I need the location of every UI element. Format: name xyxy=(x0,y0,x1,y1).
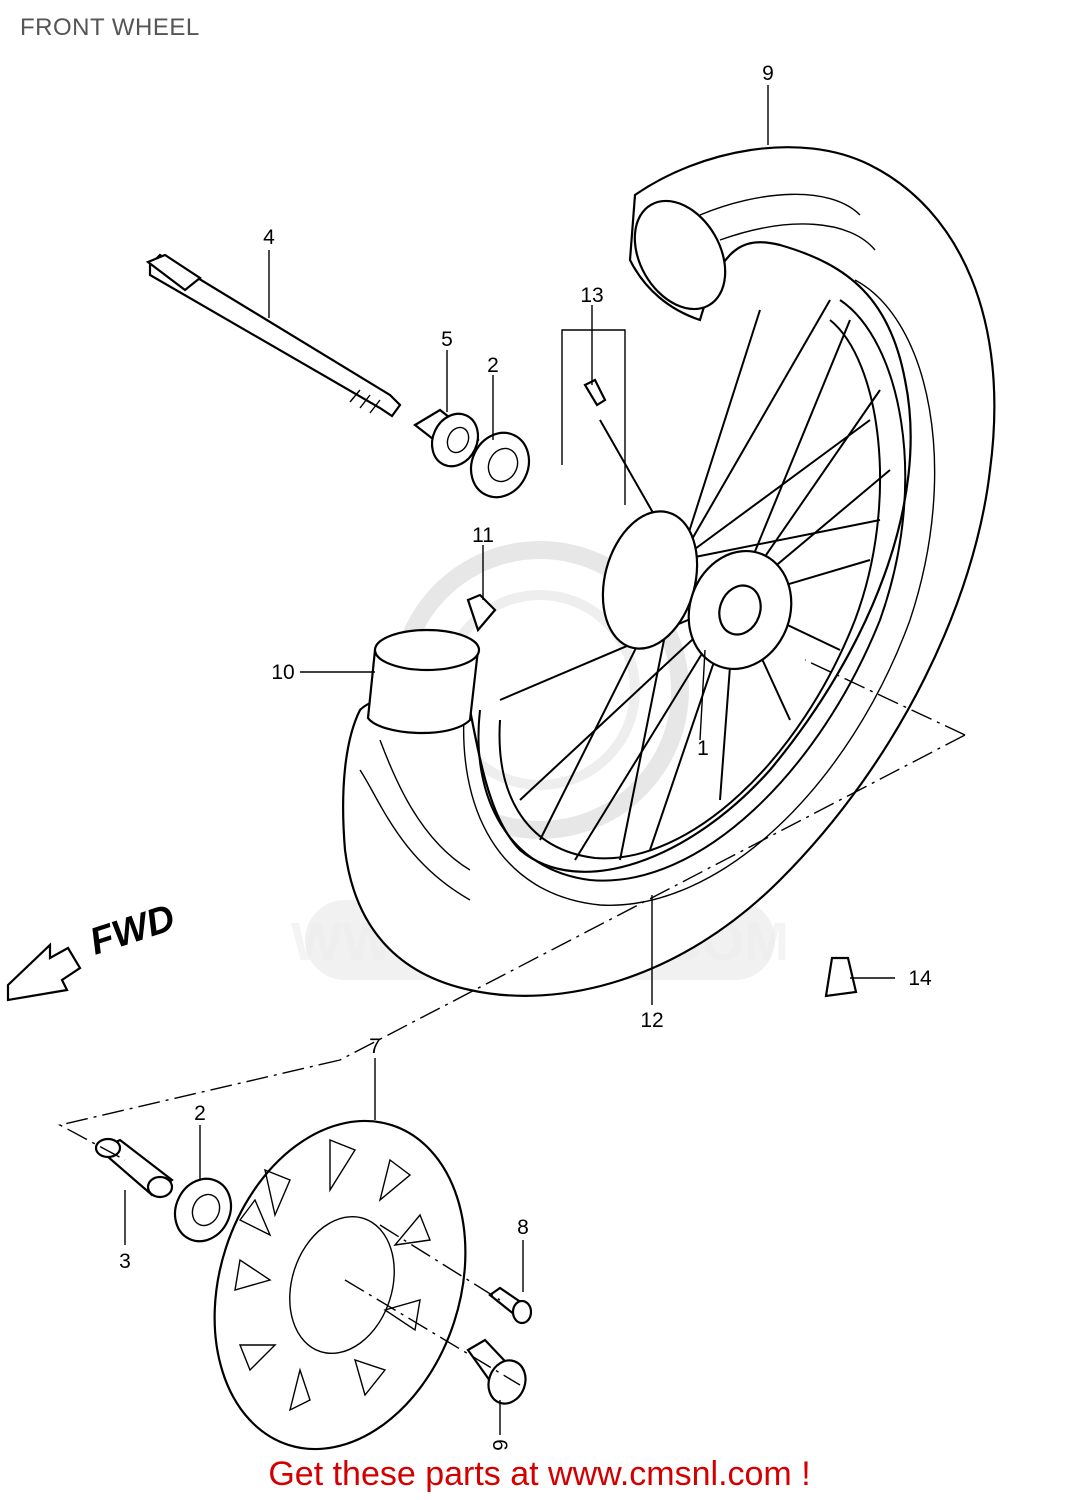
bearing-2-upper[interactable] xyxy=(461,423,540,506)
rim[interactable] xyxy=(463,279,936,906)
tube-valve[interactable] xyxy=(466,593,497,633)
callout-5: 5 xyxy=(441,328,453,351)
callout-2-upper: 2 xyxy=(487,354,499,377)
tube-10[interactable] xyxy=(366,628,481,735)
fwd-label: FWD xyxy=(85,897,180,964)
callout-13: 13 xyxy=(580,284,603,307)
callout-2-lower: 2 xyxy=(194,1102,206,1125)
callout-1: 1 xyxy=(697,737,709,760)
footer-link[interactable]: Get these parts at www.cmsnl.com ! xyxy=(268,1455,811,1493)
bracket-13 xyxy=(561,329,626,505)
collar-5[interactable] xyxy=(413,406,486,474)
page-title: FRONT WHEEL xyxy=(20,14,200,41)
callout-14: 14 xyxy=(908,967,932,990)
axle[interactable] xyxy=(145,253,402,418)
disc-axis-line xyxy=(344,1279,521,1386)
spoke-nipple[interactable] xyxy=(583,378,607,407)
callout-3: 3 xyxy=(119,1250,131,1273)
forward-direction-arrow: FWD xyxy=(6,897,180,1002)
callout-10: 10 xyxy=(271,661,294,684)
callout-7: 7 xyxy=(369,1035,381,1058)
leader-lines xyxy=(124,85,895,1435)
valve-cap[interactable] xyxy=(824,956,858,998)
tire[interactable] xyxy=(342,146,996,997)
callout-4: 4 xyxy=(263,226,275,249)
callout-6: 6 xyxy=(488,1439,511,1451)
hub-and-spokes[interactable] xyxy=(499,299,891,861)
bolt-axis-line xyxy=(379,1224,501,1301)
collar-6[interactable] xyxy=(466,1338,531,1409)
callout-9: 9 xyxy=(762,62,774,85)
callouts: 9 4 13 5 2 11 10 1 14 12 7 2 8 3 6 xyxy=(119,62,932,1451)
brake-disc[interactable] xyxy=(174,1088,506,1482)
spacer-3[interactable] xyxy=(94,1137,174,1199)
bearing-2-lower[interactable] xyxy=(165,1170,241,1251)
callout-12: 12 xyxy=(640,1009,663,1032)
callout-11: 11 xyxy=(472,524,494,547)
disc-bolt[interactable] xyxy=(488,1286,533,1325)
callout-8: 8 xyxy=(517,1216,529,1239)
